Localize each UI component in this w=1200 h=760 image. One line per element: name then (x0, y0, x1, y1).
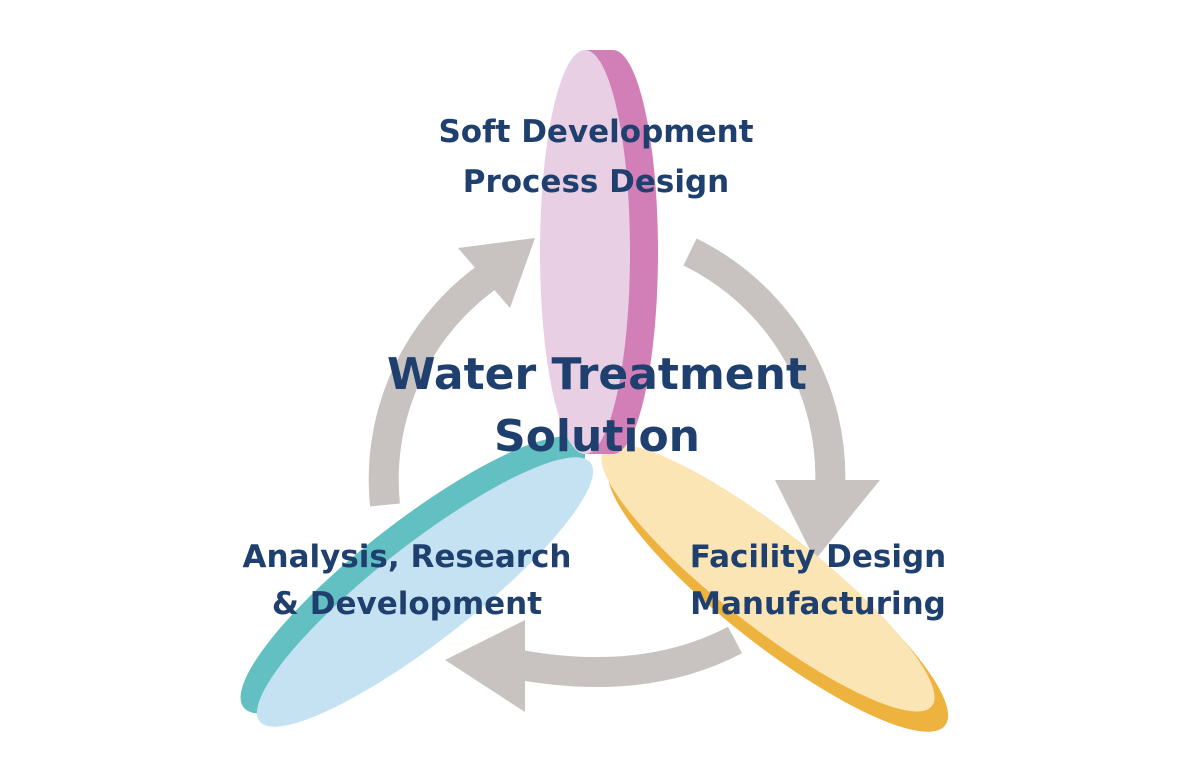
center-title-line2: Solution (494, 411, 700, 462)
arrow-right-arc (683, 238, 846, 491)
left-label-line2: & Development (272, 586, 542, 622)
left-label-line1: Analysis, Research (243, 539, 572, 575)
labels: Soft Development Process Design Water Tr… (243, 114, 947, 622)
arrow-left-head (458, 238, 535, 308)
arrow-right-head (775, 480, 880, 560)
right-label-line1: Facility Design (690, 539, 946, 575)
disc-right-face (601, 444, 935, 712)
disc-top (540, 50, 658, 454)
right-label-line2: Manufacturing (690, 586, 946, 622)
arrow-bottom-arc (501, 626, 742, 688)
center-title-line1: Water Treatment (387, 349, 807, 400)
top-label-line1: Soft Development (438, 114, 753, 150)
disc-right (601, 444, 949, 732)
disc-left (240, 436, 594, 727)
disc-top-face (540, 50, 630, 454)
disc-left-face (256, 457, 594, 727)
arrow-bottom-head (445, 620, 525, 712)
cycle-arrows (368, 238, 880, 712)
top-label-line2: Process Design (463, 164, 730, 200)
arrow-left-arc (368, 262, 499, 507)
